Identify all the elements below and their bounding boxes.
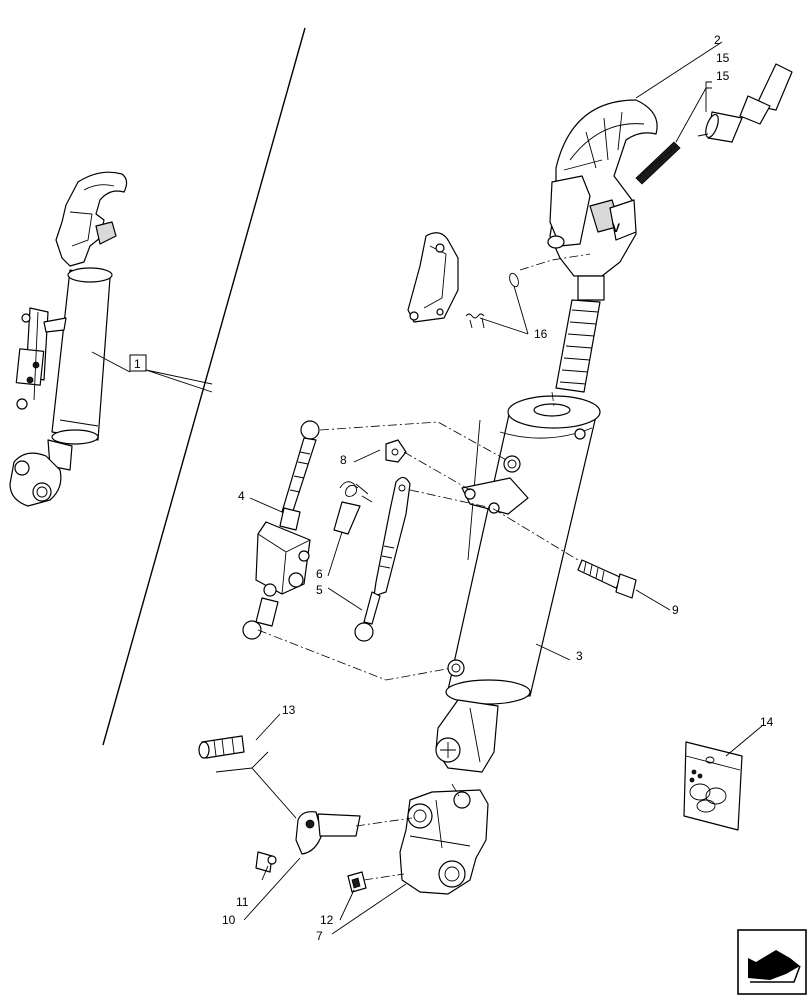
cylinder-part-3 [435, 395, 601, 773]
grease-fitting-part-13 [198, 735, 245, 759]
callout-2: 2 [714, 33, 721, 47]
pin-and-spring-part-15 [635, 63, 793, 185]
svg-text:V: V [612, 221, 620, 235]
callout-6: 6 [316, 567, 323, 581]
callout-14: 14 [760, 715, 774, 729]
callout-box-1 [129, 354, 147, 372]
callout-9: 9 [672, 603, 679, 617]
nut-part-8 [385, 439, 407, 463]
bolt-part-11 [255, 851, 277, 873]
callout-3: 3 [576, 649, 583, 663]
assembled-top-link-illustration [9, 171, 128, 507]
callout-11: 11 [236, 895, 249, 909]
latch-parts-16 [407, 232, 519, 329]
bolt-part-9 [577, 559, 637, 599]
callout-15b: 15 [716, 69, 730, 83]
callout-5: 5 [316, 583, 323, 597]
callout-8: 8 [340, 453, 347, 467]
callout-1: 1 [134, 357, 141, 371]
callout-7: 7 [316, 929, 323, 943]
grease-nipple-part-12 [347, 871, 367, 893]
callout-16: 16 [534, 327, 548, 341]
callout-4: 4 [238, 489, 245, 503]
callout-15a: 15 [716, 51, 730, 65]
pin-part-10 [295, 811, 361, 855]
callout-10: 10 [222, 913, 236, 927]
spring-part-6 [333, 481, 373, 535]
return-arrow-icon[interactable] [737, 929, 807, 995]
valve-part-4 [242, 420, 320, 640]
fork-part-7 [399, 789, 489, 895]
arm-part-5 [354, 476, 411, 642]
callout-12: 12 [320, 913, 334, 927]
callout-13: 13 [282, 703, 296, 717]
hook-part-2: V [547, 99, 658, 393]
separator-line [102, 27, 306, 746]
seal-kit-part-14 [683, 741, 743, 831]
